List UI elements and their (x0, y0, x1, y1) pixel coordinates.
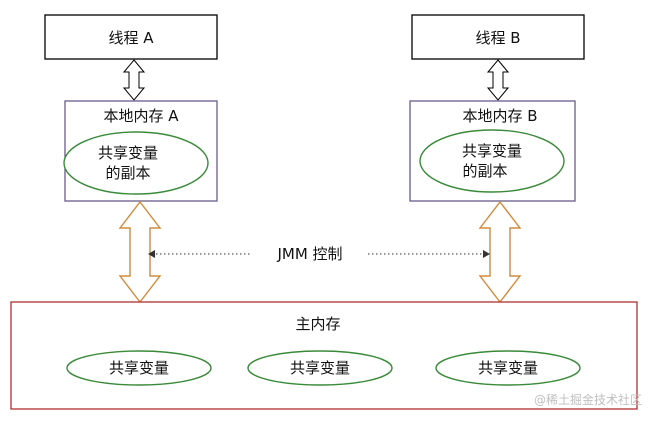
thread-a-label: 线程 A (108, 29, 154, 47)
local-copy-b-line1: 共享变量 (462, 142, 522, 160)
thread-b-node: 线程 B (411, 14, 585, 60)
thread-b-label: 线程 B (475, 29, 520, 47)
jmm-control-connector: JMM 控制 (148, 245, 490, 263)
shared-var-ellipse (66, 350, 212, 386)
local-copy-a-line1: 共享变量 (98, 144, 158, 162)
watermark: @稀土掘金技术社区 (534, 392, 642, 407)
shared-var-ellipse (247, 350, 393, 386)
local-memory-a-node: 本地内存 A 共享变量 的副本 (63, 100, 218, 202)
shared-var-label: 共享变量 (109, 359, 169, 377)
main-memory-title: 主内存 (295, 315, 340, 333)
local-memory-a-title: 本地内存 A (103, 107, 179, 125)
thread-b-local-arrow (486, 59, 510, 101)
shared-var-label: 共享变量 (290, 359, 350, 377)
local-copy-a-line2: 的副本 (105, 164, 150, 182)
local-copy-a-ellipse (63, 131, 209, 195)
shared-var-ellipse (435, 350, 581, 386)
local-memory-b-title: 本地内存 B (462, 107, 537, 125)
jmm-control-label: JMM 控制 (276, 245, 342, 263)
thread-a-local-arrow (122, 59, 146, 101)
main-memory-node: 主内存 共享变量 共享变量 共享变量 (10, 301, 638, 410)
local-memory-b-node: 本地内存 B 共享变量 的副本 (409, 100, 576, 202)
local-copy-b-ellipse (419, 129, 565, 193)
local-copy-b-line2: 的副本 (462, 162, 507, 180)
shared-var-label: 共享变量 (478, 359, 538, 377)
thread-a-node: 线程 A (44, 14, 218, 60)
